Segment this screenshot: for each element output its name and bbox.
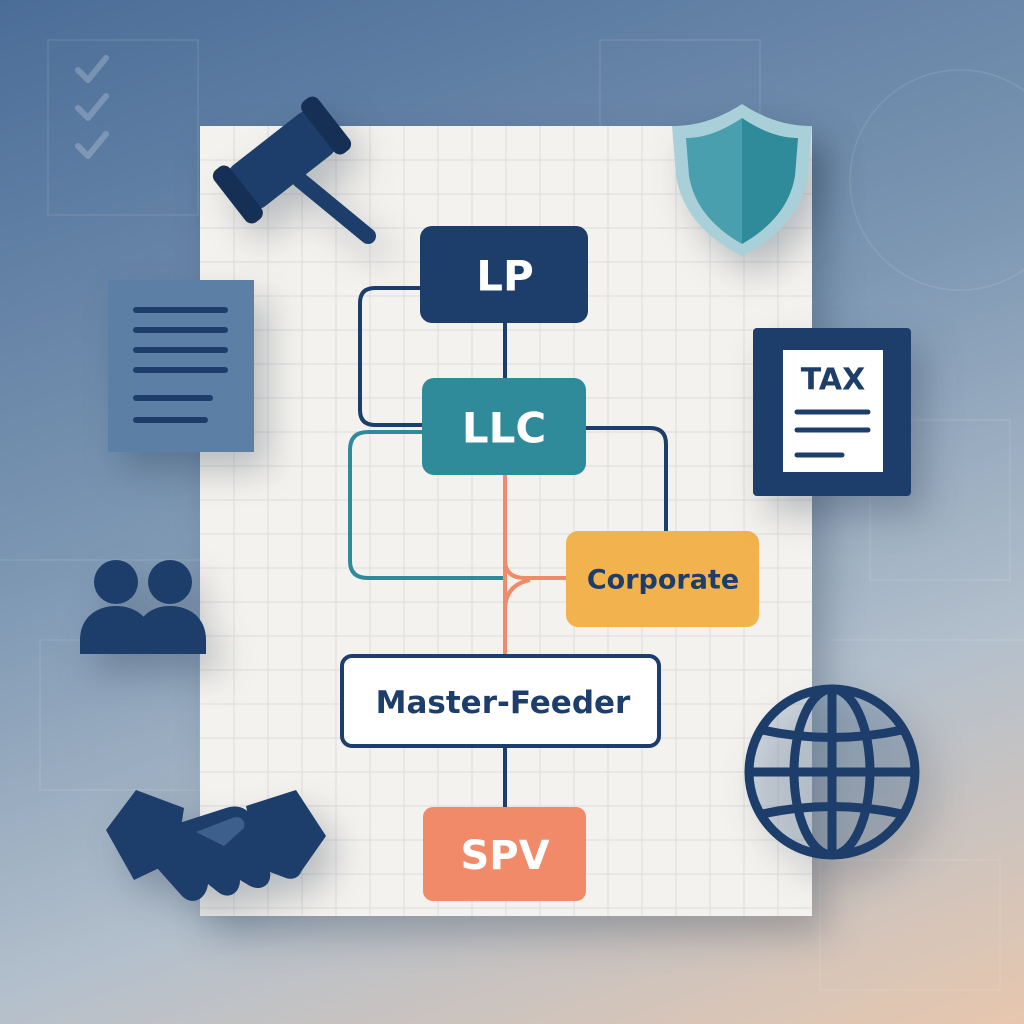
node-spv-label: SPV bbox=[460, 833, 549, 879]
node-master-feeder[interactable]: Master-Feeder bbox=[340, 654, 661, 748]
node-corporate-label: Corporate bbox=[587, 565, 739, 596]
node-llc-label: LLC bbox=[462, 404, 546, 453]
node-spv[interactable]: SPV bbox=[423, 807, 586, 901]
shield-icon bbox=[672, 104, 812, 256]
node-lp-label: LP bbox=[476, 252, 534, 301]
connector-lp-llc bbox=[358, 286, 422, 427]
tax-document-icon: TAX bbox=[753, 328, 911, 496]
users-icon bbox=[80, 560, 206, 654]
checklist-icon bbox=[75, 55, 109, 159]
connector-llc-loop bbox=[348, 430, 505, 580]
document-icon bbox=[108, 280, 254, 452]
node-corporate[interactable]: Corporate bbox=[566, 531, 759, 627]
connectors bbox=[348, 286, 668, 807]
handshake-icon bbox=[106, 790, 326, 901]
node-lp[interactable]: LP bbox=[420, 226, 588, 323]
node-master-feeder-label: Master-Feeder bbox=[376, 685, 631, 721]
globe-icon bbox=[744, 684, 920, 860]
node-llc[interactable]: LLC bbox=[422, 378, 586, 475]
gavel-icon bbox=[212, 96, 376, 244]
connector-llc-corporate bbox=[585, 426, 668, 534]
tax-label: TAX bbox=[801, 363, 865, 398]
connector-corporate-branch bbox=[503, 559, 566, 611]
